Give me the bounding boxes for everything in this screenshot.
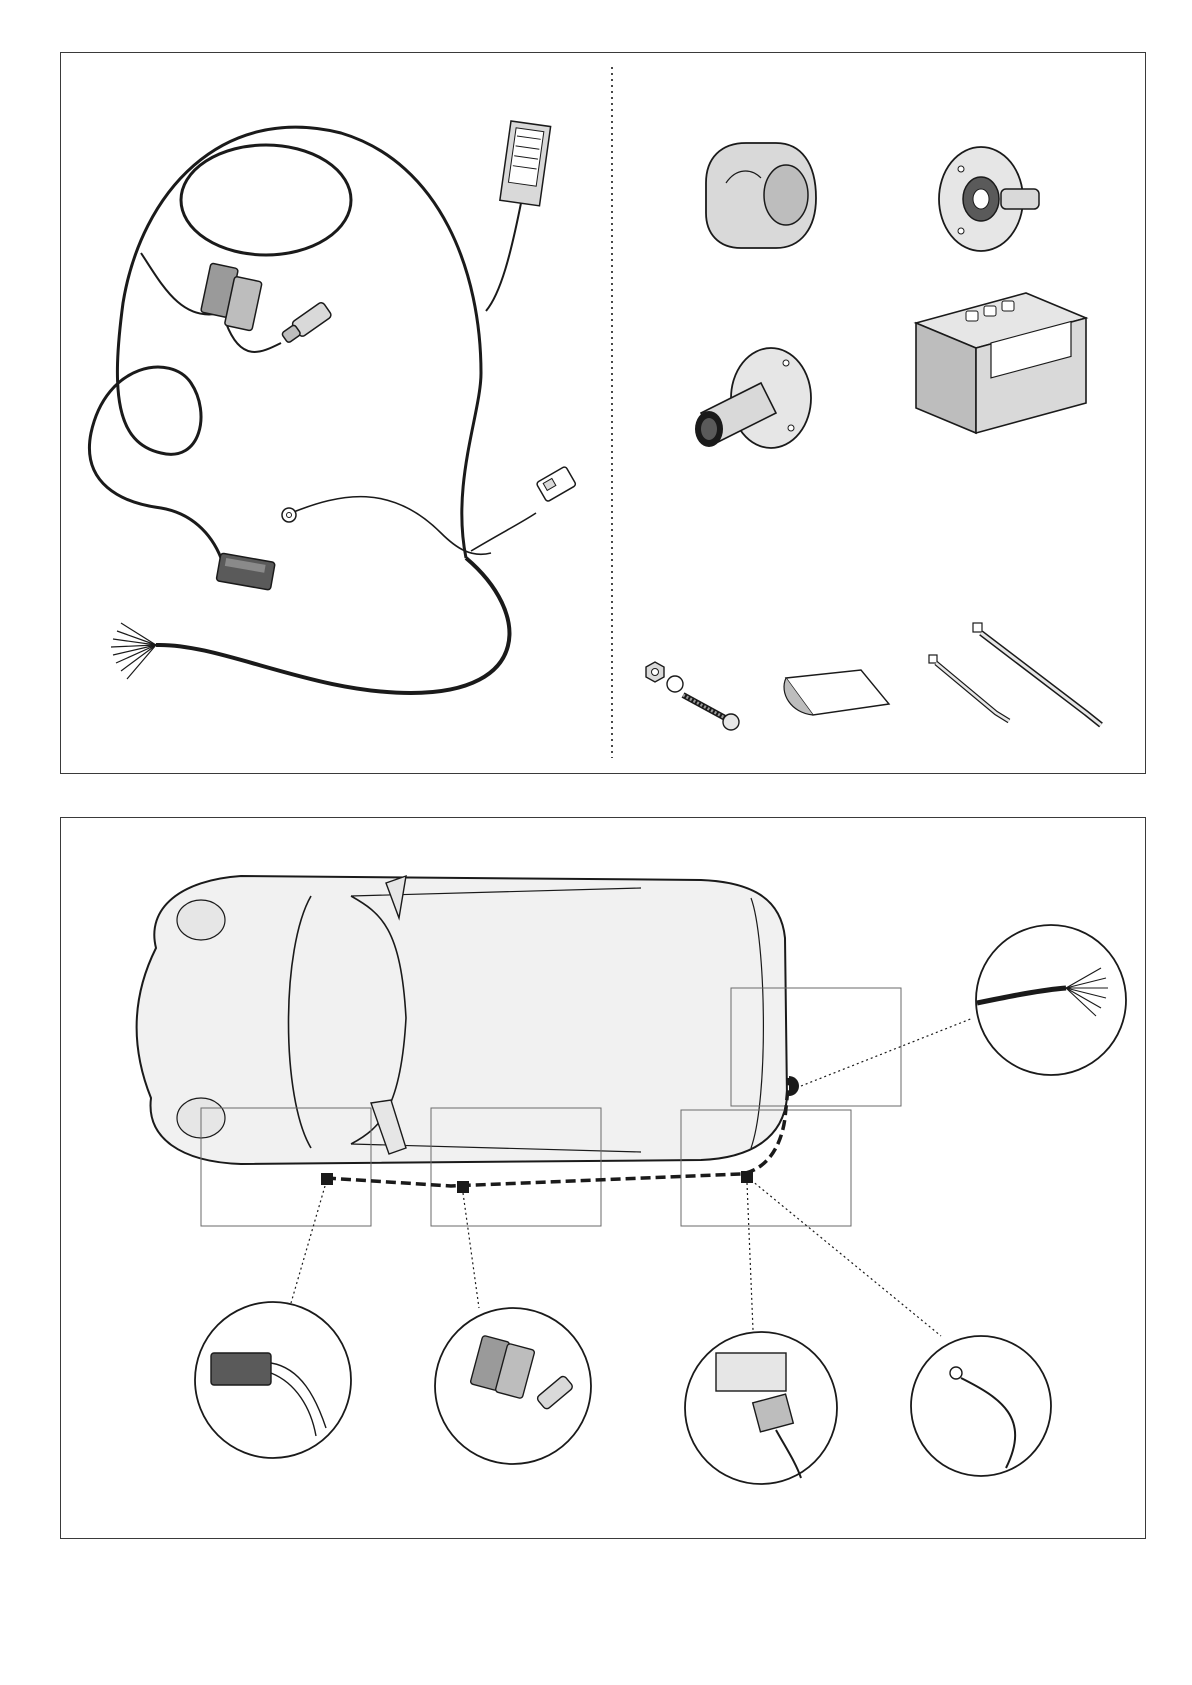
kit-contents-drawing	[61, 53, 1145, 773]
adhesive-pad	[784, 670, 889, 715]
wiring-harness	[89, 121, 576, 693]
callout-relay-connector	[435, 1308, 591, 1464]
control-module	[916, 293, 1086, 433]
connector-marker-mid	[457, 1181, 469, 1193]
callout-ground-eyelet	[911, 1336, 1051, 1476]
callout-module-connector	[685, 1332, 837, 1484]
connector-marker-socket	[789, 1076, 799, 1096]
callout-rear-loose-wires	[976, 925, 1126, 1075]
installation-layout-drawing	[61, 818, 1145, 1538]
callout-vehicle-connector	[195, 1302, 351, 1458]
cable-tie-small	[929, 655, 1009, 721]
socket-cover-plate	[939, 147, 1039, 251]
connector-marker-rear	[741, 1171, 753, 1183]
car-top-view	[137, 876, 787, 1164]
socket-grommet	[695, 348, 811, 448]
bolt-nut-washer	[646, 662, 739, 730]
installation-layout-panel	[60, 817, 1146, 1539]
kit-contents-panel	[60, 52, 1146, 774]
connector-marker-front	[321, 1173, 333, 1185]
socket-13-pin	[706, 143, 816, 248]
